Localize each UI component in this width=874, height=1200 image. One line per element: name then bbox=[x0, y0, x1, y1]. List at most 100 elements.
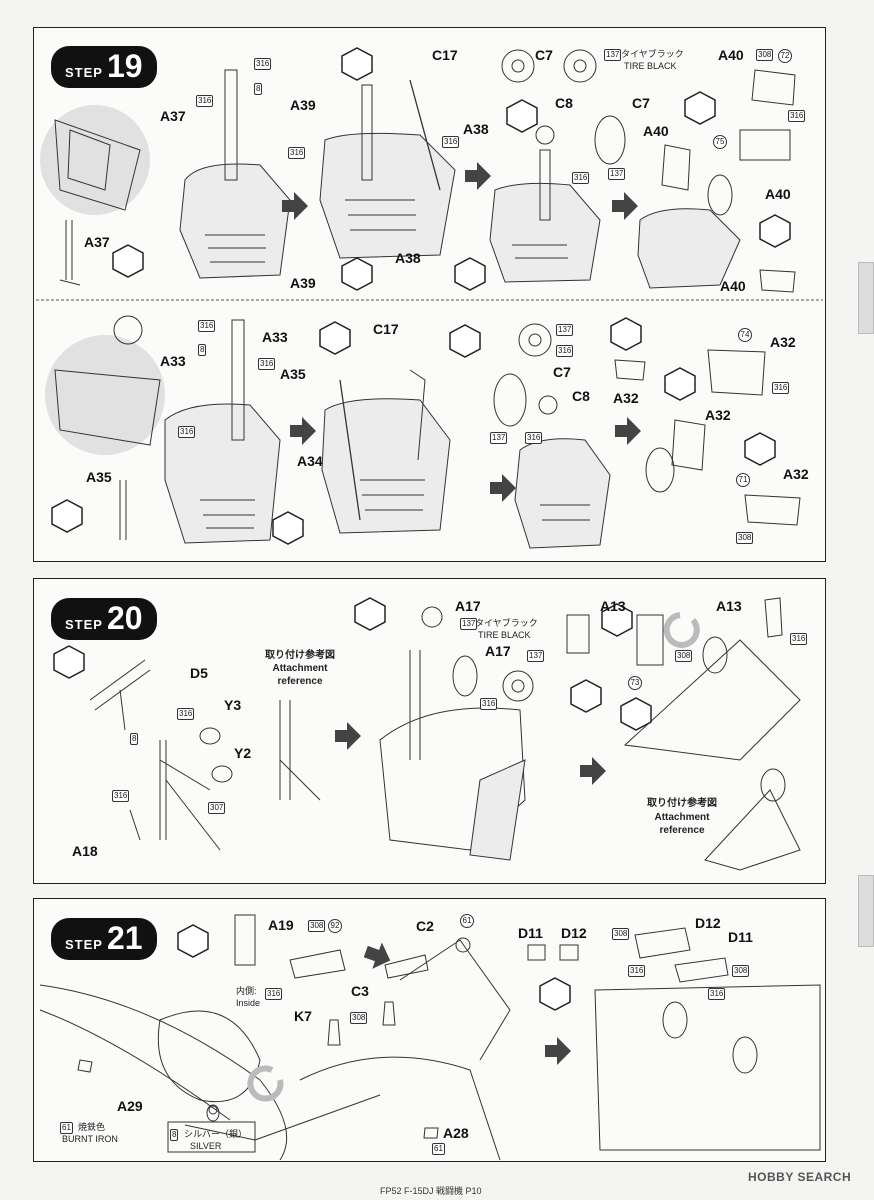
label-d12-b: D12 bbox=[695, 915, 721, 931]
part-code: 308 bbox=[350, 1012, 368, 1024]
label-a34: A34 bbox=[297, 453, 323, 469]
label-a32-d: A32 bbox=[783, 466, 809, 482]
part-code: 308 bbox=[736, 532, 754, 544]
part-code: 61 bbox=[460, 914, 474, 928]
part-code: 316 bbox=[772, 382, 790, 394]
label-a38-bottom: A38 bbox=[395, 250, 421, 266]
part-code: 8 bbox=[130, 733, 139, 745]
label-c17-b: C17 bbox=[373, 321, 399, 337]
part-code: 137 bbox=[460, 618, 478, 630]
part-code: 75 bbox=[713, 135, 727, 149]
part-code: 308 bbox=[612, 928, 630, 940]
label-c8: C8 bbox=[555, 95, 573, 111]
part-code: 316 bbox=[254, 58, 272, 70]
attachment-reference-2-en2: reference bbox=[659, 825, 705, 836]
silver-en: SILVER bbox=[190, 1141, 222, 1151]
part-code: 316 bbox=[628, 965, 646, 977]
part-code: 8 bbox=[198, 344, 207, 356]
part-code: 308 bbox=[675, 650, 693, 662]
step-19-badge: STEP 19 bbox=[51, 46, 157, 88]
part-code: 316 bbox=[790, 633, 808, 645]
label-d12: D12 bbox=[561, 925, 587, 941]
label-a39: A39 bbox=[290, 97, 316, 113]
part-code: 137 bbox=[556, 324, 574, 336]
part-code: 316 bbox=[265, 988, 283, 1000]
watermark-logo: HOBBY SEARCH bbox=[748, 1170, 852, 1184]
label-y2: Y2 bbox=[234, 745, 252, 761]
inside-en: Inside bbox=[236, 998, 261, 1008]
part-code: 71 bbox=[736, 473, 750, 487]
silver-jp: シルバー（銀） bbox=[184, 1129, 248, 1139]
step-word: STEP bbox=[65, 937, 103, 952]
label-a28: A28 bbox=[443, 1125, 469, 1141]
part-code: 316 bbox=[178, 426, 196, 438]
label-a35: A35 bbox=[280, 366, 306, 382]
tire-black-en: TIRE BLACK bbox=[478, 630, 531, 640]
label-a40-mid: A40 bbox=[643, 123, 669, 139]
burnt-iron-en: BURNT IRON bbox=[62, 1134, 118, 1144]
label-d5: D5 bbox=[190, 665, 208, 681]
label-a32-a: A32 bbox=[770, 334, 796, 350]
part-code: 316 bbox=[258, 358, 276, 370]
step-number: 20 bbox=[106, 600, 143, 636]
part-code: 61 bbox=[432, 1143, 445, 1155]
label-a13: A13 bbox=[600, 598, 626, 614]
label-d11: D11 bbox=[518, 925, 543, 941]
part-code: 308 bbox=[756, 49, 774, 61]
label-a17-mid: A17 bbox=[485, 643, 511, 659]
label-c7: C7 bbox=[535, 47, 553, 63]
label-a40: A40 bbox=[718, 47, 744, 63]
step-number: 19 bbox=[106, 48, 143, 84]
part-code: 308 bbox=[732, 965, 750, 977]
label-a18: A18 bbox=[72, 843, 98, 859]
part-code: 316 bbox=[196, 95, 214, 107]
label-a32-b: A32 bbox=[613, 390, 639, 406]
part-code: 316 bbox=[708, 988, 726, 1000]
page-edge-tab bbox=[858, 262, 874, 334]
label-a35-bottom: A35 bbox=[86, 469, 112, 485]
label-a40-bottom: A40 bbox=[720, 278, 746, 294]
burnt-iron-jp: 焼鉄色 bbox=[78, 1122, 106, 1132]
attachment-reference-en2: reference bbox=[277, 676, 323, 687]
part-code: 137 bbox=[490, 432, 508, 444]
part-code: 316 bbox=[556, 345, 574, 357]
label-k7: K7 bbox=[294, 1008, 312, 1024]
label-a32-c: A32 bbox=[705, 407, 731, 423]
label-a40-right: A40 bbox=[765, 186, 791, 202]
label-a33-right: A33 bbox=[262, 329, 288, 345]
part-code: 316 bbox=[177, 708, 195, 720]
part-code: 74 bbox=[738, 328, 752, 342]
inside-jp: 内側: bbox=[236, 986, 257, 996]
step-word: STEP bbox=[65, 617, 103, 632]
part-code: 61 bbox=[60, 1122, 73, 1134]
part-code: 73 bbox=[628, 676, 642, 690]
step-20-badge: STEP 20 bbox=[51, 598, 157, 640]
part-code: 316 bbox=[572, 172, 590, 184]
label-a17: A17 bbox=[455, 598, 481, 614]
label-c7-b: C7 bbox=[553, 364, 571, 380]
label-a19: A19 bbox=[268, 917, 294, 933]
part-code: 92 bbox=[328, 919, 342, 933]
label-a38: A38 bbox=[463, 121, 489, 137]
attachment-reference-2-jp: 取り付け参考図 bbox=[647, 798, 717, 809]
page-edge-tab bbox=[858, 875, 874, 947]
part-code: 316 bbox=[198, 320, 216, 332]
part-code: 316 bbox=[788, 110, 806, 122]
label-a39-bottom: A39 bbox=[290, 275, 316, 291]
label-c3: C3 bbox=[351, 983, 369, 999]
label-a33: A33 bbox=[160, 353, 186, 369]
part-code: 8 bbox=[254, 83, 263, 95]
label-c17: C17 bbox=[432, 47, 458, 63]
part-code: 72 bbox=[778, 49, 792, 63]
label-a37: A37 bbox=[160, 108, 186, 124]
attachment-reference-jp: 取り付け参考図 bbox=[265, 650, 335, 661]
step-21-panel bbox=[33, 898, 826, 1162]
page-footer: FP52 F-15DJ 戦闘機 P10 bbox=[380, 1186, 482, 1196]
label-a29: A29 bbox=[117, 1098, 143, 1114]
label-y3: Y3 bbox=[224, 697, 242, 713]
part-code: 316 bbox=[288, 147, 306, 159]
tire-black-jp: タイヤブラック bbox=[475, 618, 538, 628]
label-c2: C2 bbox=[416, 918, 434, 934]
